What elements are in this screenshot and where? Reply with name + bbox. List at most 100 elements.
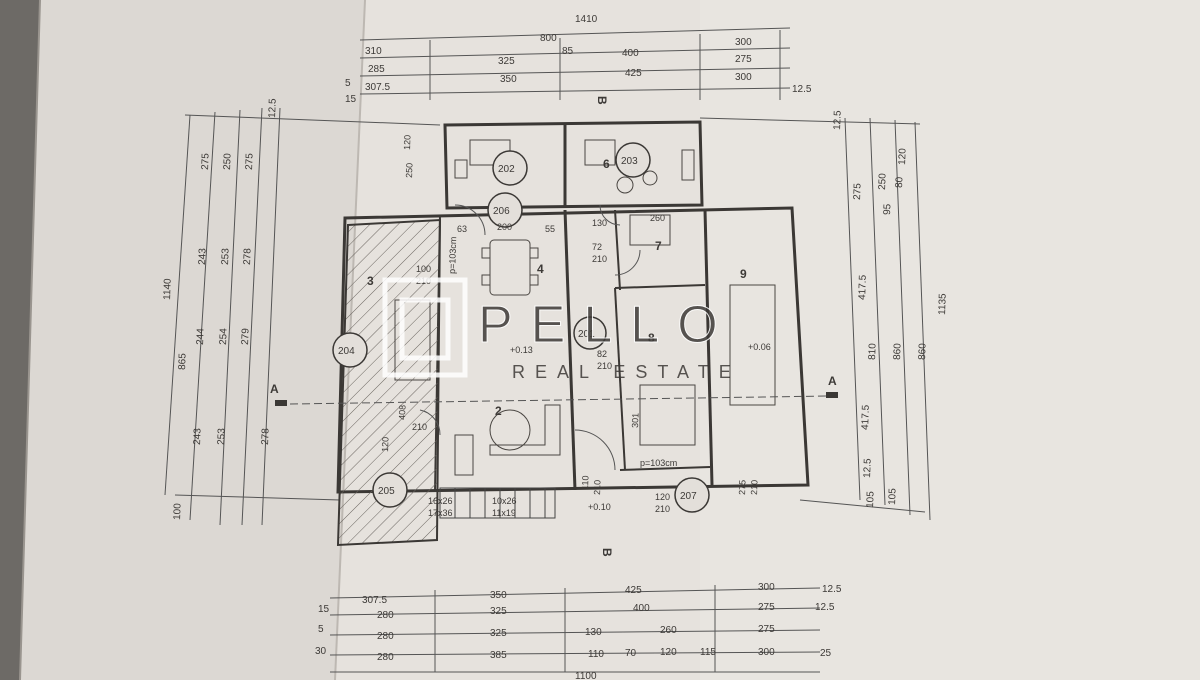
watermark-logo-frame [382, 277, 468, 378]
top-overall-dim: 1410 [575, 14, 598, 25]
left-dim-a5: 100 [172, 503, 184, 520]
room-number-9: 9 [740, 267, 747, 281]
right-dim-14: 12.5 [832, 110, 844, 130]
note-p-2: p=103cm [447, 236, 458, 274]
bottom-dim-21: 110 [588, 649, 604, 660]
top-dim-3: 300 [735, 37, 752, 48]
level-mark-2: +0.06 [748, 342, 771, 352]
right-dim-10: 105 [887, 488, 899, 505]
bottom-dim-6: 15 [318, 604, 330, 615]
section-line-a [289, 395, 831, 405]
inner-dim-22: 210 [749, 480, 760, 495]
bottom-dim-11: 12.5 [815, 602, 835, 613]
tag-207: 207 [680, 491, 697, 502]
inner-dim-19: 120 [655, 492, 670, 502]
top-dim-7: 275 [735, 54, 752, 65]
left-dim-c1: 275 [244, 153, 256, 170]
staircase [439, 487, 556, 519]
bottom-dim-22: 70 [625, 648, 637, 659]
room-number-4: 4 [537, 262, 544, 276]
section-arrow-a-right [826, 392, 838, 398]
inner-dim-3: 55 [545, 224, 555, 234]
bottom-dim-19: 280 [377, 652, 394, 663]
inner-dim-18: 210 [592, 480, 603, 495]
bottom-dim-20: 385 [490, 650, 507, 661]
watermark-tagline: REAL ESTATE [512, 362, 741, 382]
room-tag-circles [332, 142, 710, 513]
room-number-8: 8 [648, 331, 655, 345]
left-dim-c4: 278 [260, 428, 272, 445]
left-dim-a2: 243 [197, 248, 209, 265]
inner-dim-8: 72 [592, 242, 602, 252]
top-dim-4: 285 [368, 64, 385, 75]
right-dim-3: 810 [867, 343, 879, 360]
watermark: PELLO REAL ESTATE [382, 277, 741, 382]
left-dim-c2: 278 [242, 248, 254, 265]
level-mark-3: +0.10 [588, 502, 611, 512]
bottom-dim-4: 300 [758, 582, 775, 593]
bottom-dim-1: 307.5 [362, 595, 387, 606]
room-number-6: 6 [603, 157, 610, 171]
top-dim-10: 425 [625, 68, 642, 79]
left-overall-dim: 1140 [162, 278, 174, 300]
note-stair-3: 16x26 [428, 496, 453, 506]
top-dim-14: 5 [345, 78, 351, 89]
room-number-3: 3 [367, 274, 374, 288]
left-dim-a1: 275 [200, 153, 212, 170]
room-number-7: 7 [655, 239, 662, 253]
section-mark-a-left: A [270, 382, 279, 396]
furniture [394, 139, 776, 476]
right-dim-2: 417.5 [857, 274, 869, 300]
top-dim-6: 400 [622, 48, 639, 59]
inner-dim-1: 120 [402, 135, 413, 150]
right-dim-9: 860 [917, 343, 929, 360]
right-dim-13: 95 [882, 203, 893, 215]
bottom-dim-12: 5 [318, 624, 324, 635]
inner-dim-20: 210 [655, 504, 670, 514]
left-part-dim: 865 [177, 353, 189, 370]
bottom-dim-2: 350 [490, 590, 507, 601]
bottom-dim-10: 275 [758, 602, 775, 613]
watermark-logo-inner [399, 297, 451, 361]
left-dim-c3: 279 [240, 328, 252, 345]
note-stair-1: 10x26 [492, 496, 517, 506]
tag-206: 206 [493, 206, 510, 217]
right-dim-5: 12.5 [862, 458, 874, 478]
top-dim-12: 12.5 [792, 84, 812, 95]
top-dim-1: 310 [365, 46, 382, 57]
inner-dim-11: 210 [597, 361, 612, 371]
bottom-dim-15: 130 [585, 627, 602, 638]
section-mark-b-top: B [595, 96, 609, 105]
room-number-2: 2 [495, 404, 502, 418]
section-mark-a-right: A [828, 374, 837, 388]
right-dim-7: 250 [877, 173, 889, 190]
left-dim-b4: 253 [216, 428, 228, 445]
inner-dim-14: 408 [397, 405, 408, 420]
left-dimension-lines [164, 107, 441, 526]
bottom-dim-18: 30 [315, 646, 327, 657]
inner-dim-6: 130 [592, 218, 607, 228]
bottom-dim-25: 300 [758, 647, 775, 658]
watermark-brand: PELLO [478, 296, 736, 354]
right-dim-8: 860 [892, 343, 904, 360]
right-dim-12: 80 [894, 176, 905, 188]
paper-fold-shadow [700, 0, 1200, 680]
bottom-dim-14: 325 [490, 628, 507, 639]
top-dim-15: 15 [345, 94, 357, 105]
inner-dim-7: 260 [650, 213, 665, 223]
right-dim-6: 105 [865, 491, 877, 508]
bottom-dim-17: 275 [758, 624, 775, 635]
left-dim-b3: 254 [218, 328, 230, 345]
bottom-dim-5: 12.5 [822, 584, 842, 595]
bottom-dim-3: 425 [625, 585, 642, 596]
bottom-dim-24: 115 [700, 647, 716, 658]
right-overall-dim: 1135 [937, 293, 949, 315]
top-dim-9: 350 [500, 74, 517, 85]
inner-dim-9: 210 [592, 254, 607, 264]
paper-edge-line [19, 0, 41, 680]
inner-dim-2: 250 [404, 163, 415, 178]
section-arrow-a-left [275, 400, 287, 406]
note-stair-2: 11x19 [492, 508, 516, 518]
inner-dim-16: 210 [412, 422, 427, 432]
